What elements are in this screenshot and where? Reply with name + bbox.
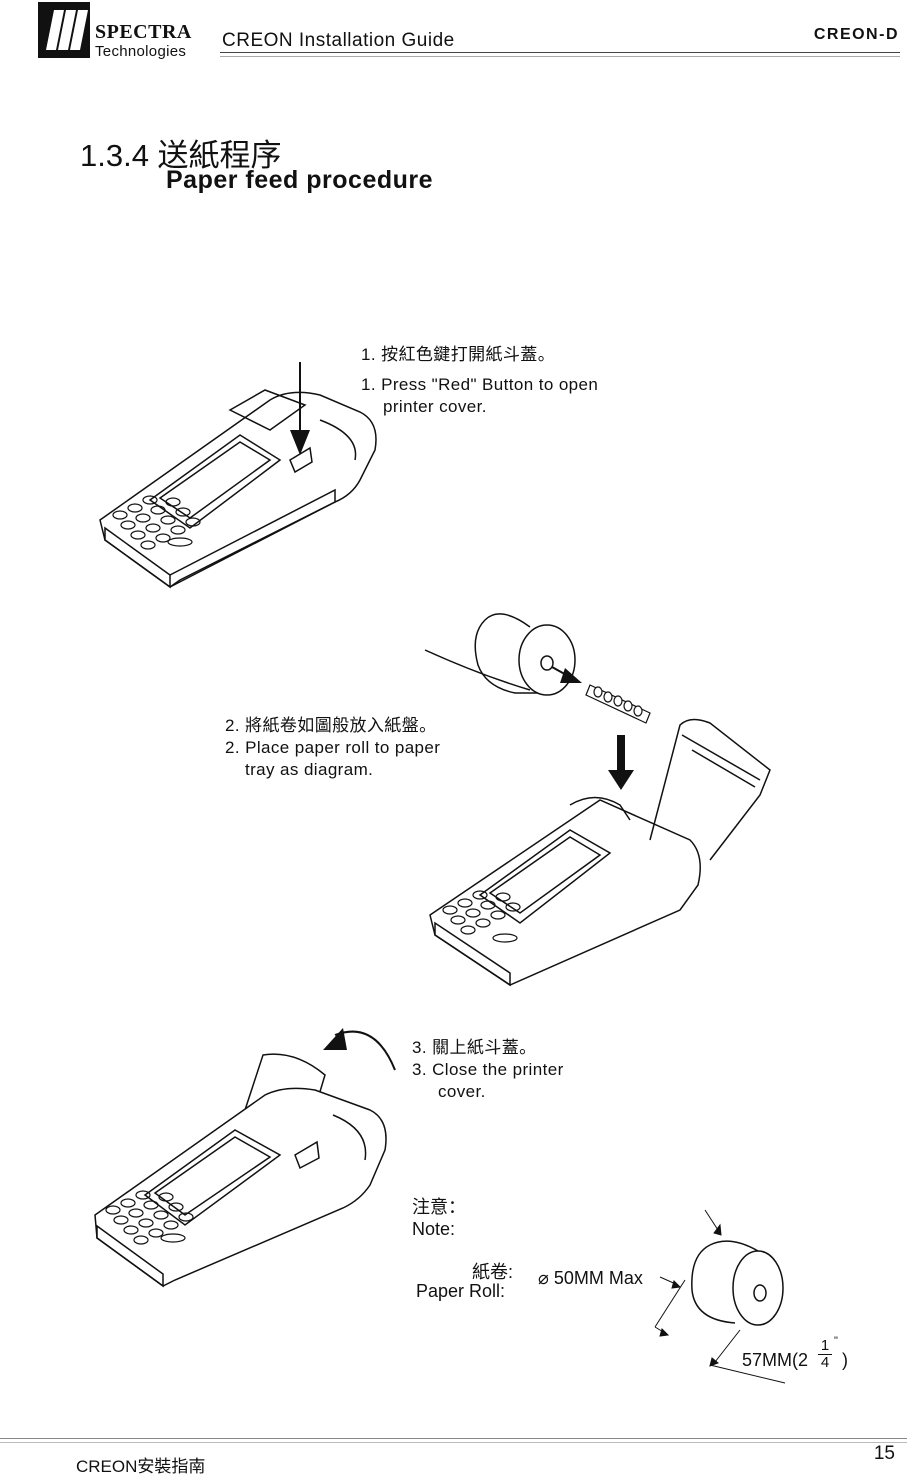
footer-rule-secondary: [0, 1442, 907, 1443]
down-arrow-icon: [608, 735, 634, 790]
header-rule: [220, 52, 900, 53]
paper-roll-zh: 紙卷:: [472, 1262, 514, 1282]
printer-illustration-open-step: [99, 362, 377, 589]
step-3-text: 3. 關上紙斗蓋。 3. Close the printer cover.: [412, 1037, 564, 1103]
step-1-en-line2: printer cover.: [383, 397, 487, 416]
printer-illustration-load-paper: [424, 613, 771, 987]
header-rule-secondary: [220, 56, 900, 57]
step-2-en-line1: 2. Place paper roll to paper: [225, 738, 441, 757]
guide-title: CREON Installation Guide: [222, 30, 455, 51]
roll-width-label: 57MM(2: [742, 1350, 809, 1370]
paper-roll-en: Paper Roll:: [416, 1281, 506, 1301]
right-arrow-icon: [551, 666, 582, 683]
step-1-en-line1: 1. Press "Red" Button to open: [361, 375, 599, 394]
brand-name: SPECTRA: [95, 21, 192, 43]
page-number: 15: [873, 1443, 895, 1464]
note-en: Note:: [412, 1219, 456, 1239]
fraction-denominator: 4: [818, 1354, 832, 1371]
company-logo: [38, 2, 90, 58]
step-2-text: 2. 將紙卷如圖般放入紙盤。 2. Place paper roll to pa…: [225, 715, 440, 781]
roll-width-close: ): [842, 1350, 848, 1370]
section-title: 1.3.4 送紙程序: [80, 138, 282, 173]
footer-rule: [0, 1438, 907, 1439]
step-3-en-line2: cover.: [438, 1082, 486, 1101]
paper-spindle: [585, 684, 651, 724]
printer-illustration-close-cover: [94, 1028, 396, 1288]
step-1-zh: 1. 按紅色鍵打開紙斗蓋。: [361, 345, 556, 364]
footer-title: CREON安裝指南: [76, 1457, 206, 1476]
inch-mark: ": [834, 1335, 838, 1347]
logo-stripes-icon: [38, 2, 90, 58]
fraction-numerator: 1: [820, 1337, 830, 1354]
note-zh: 注意：: [412, 1197, 466, 1217]
paper-roll-dimension-diagram: [654, 1209, 786, 1384]
down-arrow-icon: [290, 362, 310, 455]
roll-diameter: ⌀ 50MM Max: [538, 1268, 643, 1288]
step-2-zh: 2. 將紙卷如圖般放入紙盤。: [225, 716, 437, 735]
curved-arrow-icon: [323, 1028, 396, 1071]
step-2-en-line2: tray as diagram.: [245, 760, 374, 779]
section-subtitle: Paper feed procedure: [166, 166, 434, 194]
step-3-en-line1: 3. Close the printer: [412, 1060, 564, 1079]
brand-subtitle: Technologies: [95, 43, 187, 60]
roll-width-fraction: 1 4: [818, 1338, 832, 1371]
model-name: CREON-D: [813, 26, 899, 43]
step-1-text: 1. 按紅色鍵打開紙斗蓋。 1. Press "Red" Button to o…: [361, 344, 598, 418]
step-3-zh: 3. 關上紙斗蓋。: [412, 1038, 537, 1057]
